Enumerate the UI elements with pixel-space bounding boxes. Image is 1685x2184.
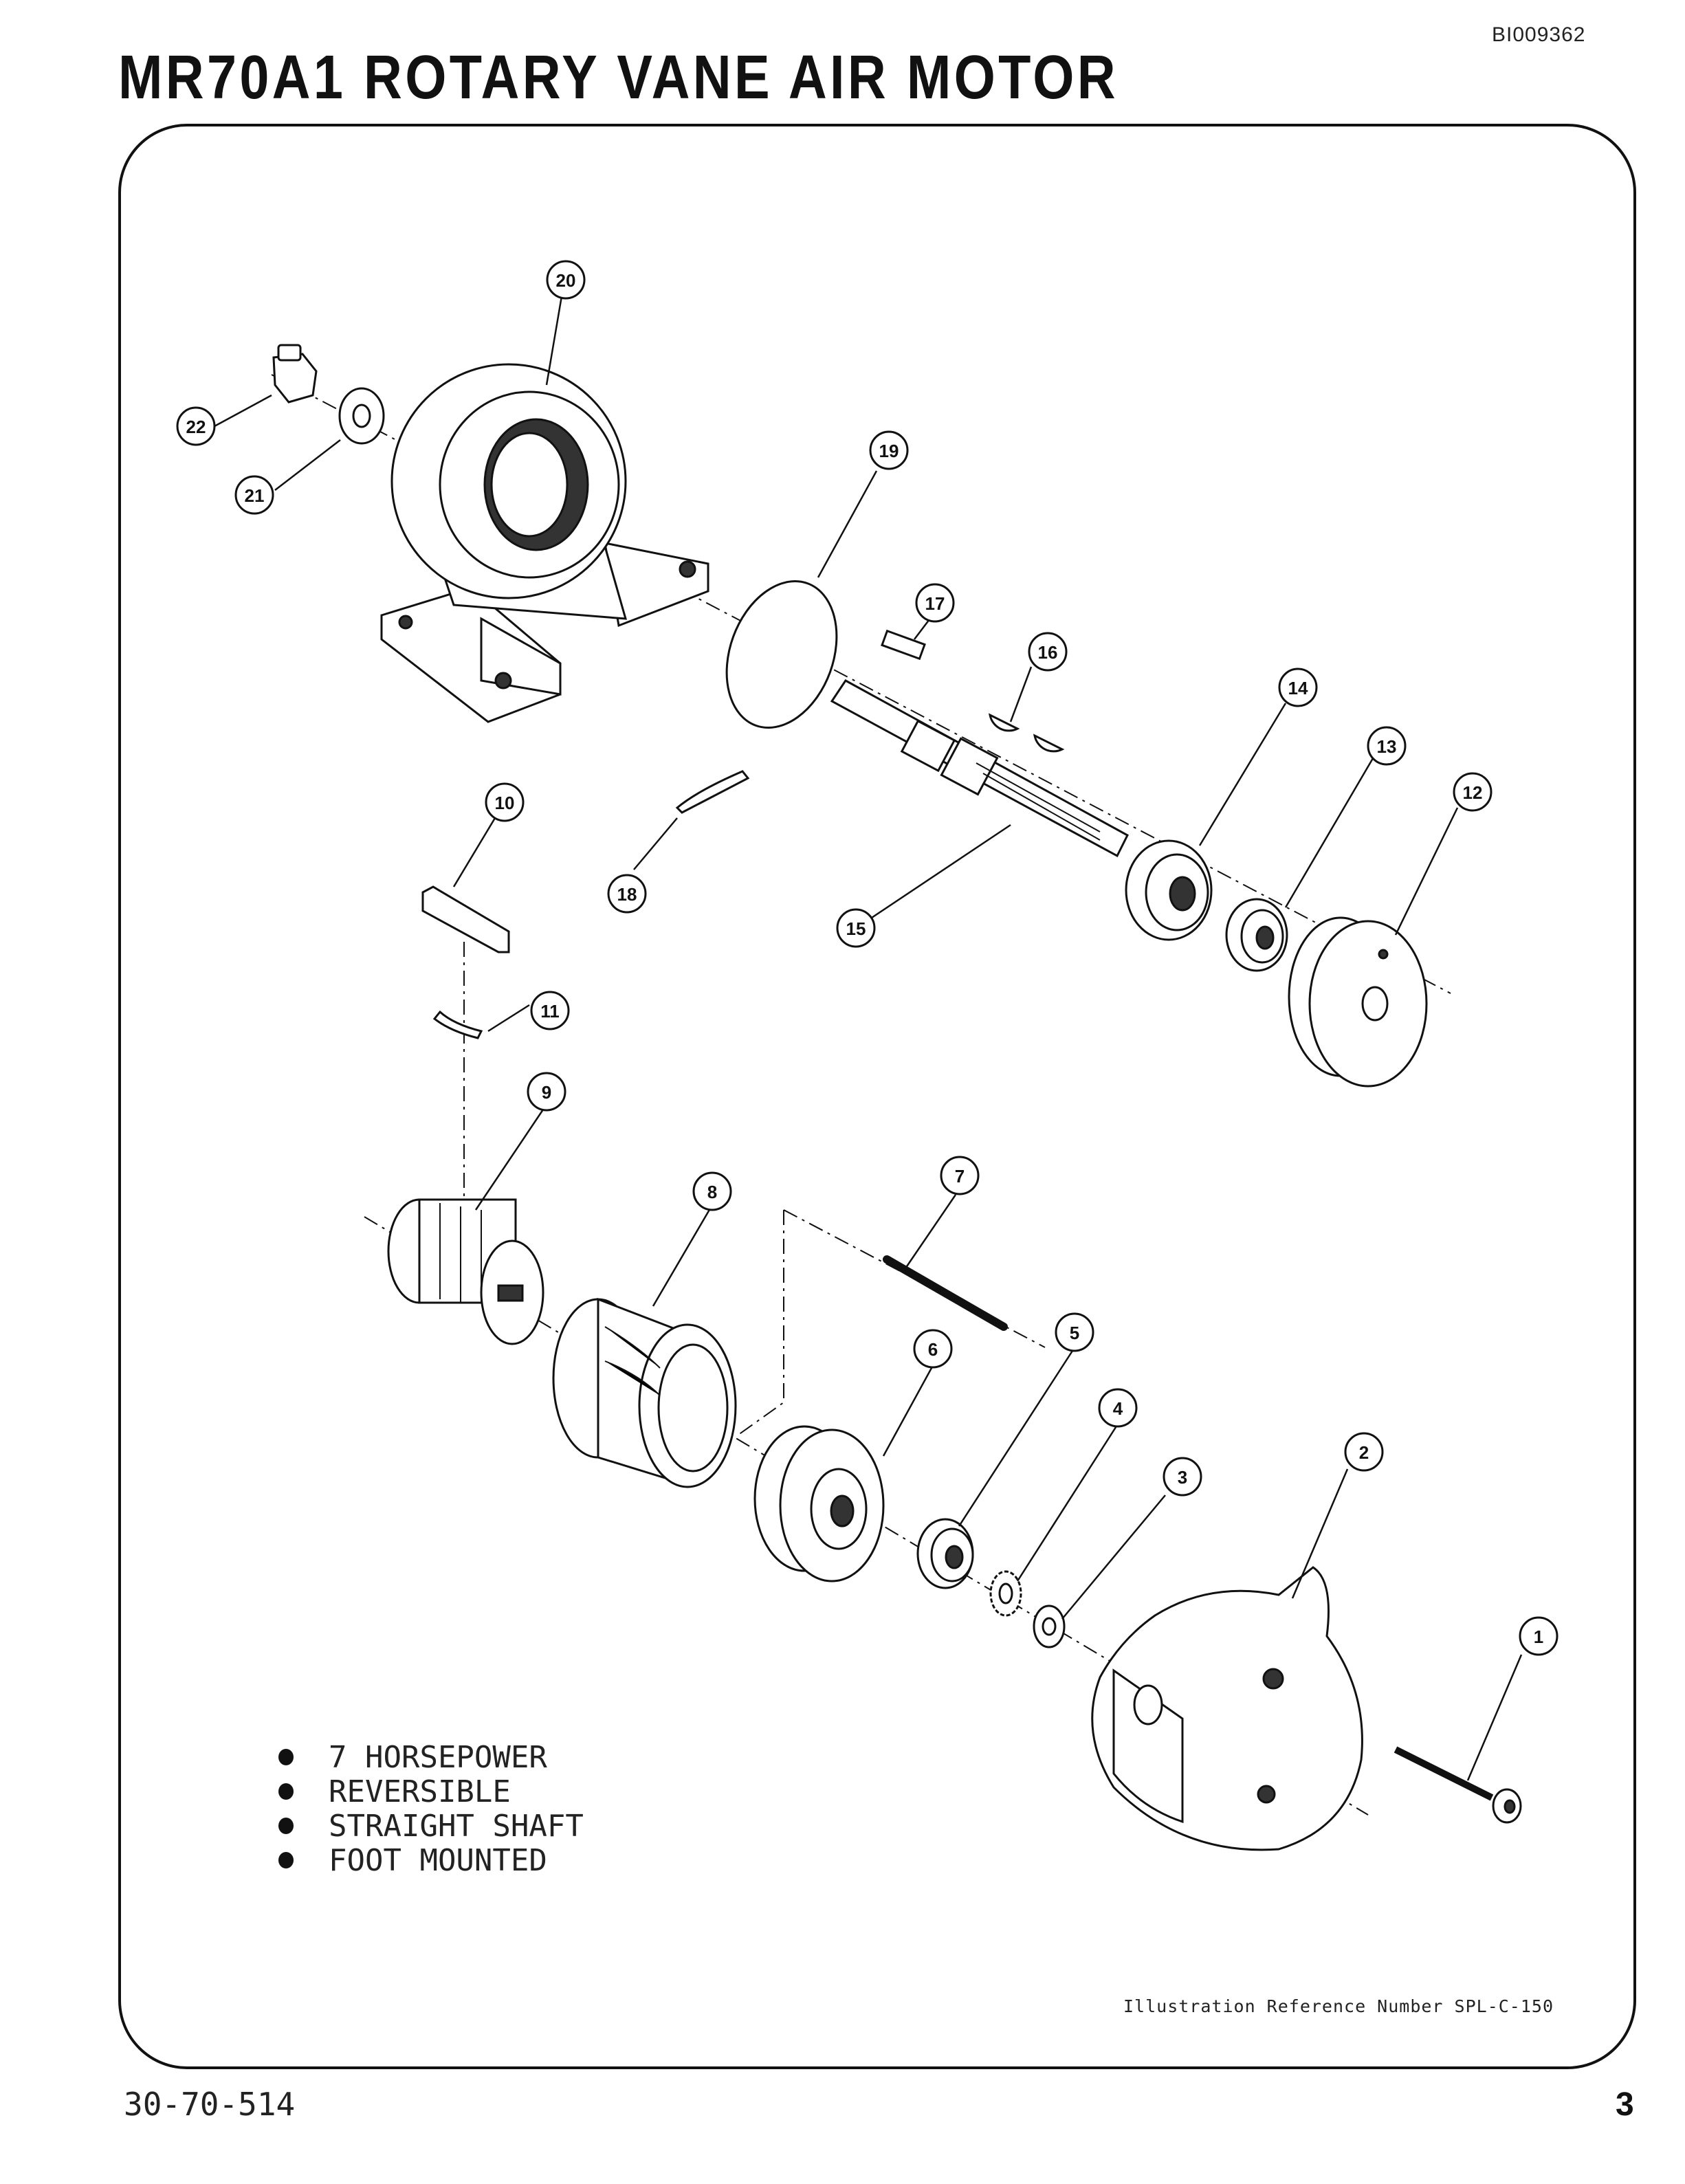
bearing-small (1225, 898, 1288, 972)
callout-6: 6 (913, 1329, 953, 1369)
callout-21: 21 (234, 475, 274, 515)
svg-text:13: 13 (1377, 736, 1397, 757)
dowel-pin (883, 1255, 1008, 1331)
callout-18: 18 (607, 874, 647, 914)
callout-22: 22 (176, 406, 216, 446)
front-end-plate (753, 1425, 885, 1582)
svg-text:18: 18 (617, 884, 637, 905)
cap-screw (1394, 1746, 1522, 1824)
svg-text:12: 12 (1463, 782, 1483, 803)
end-cap (1091, 1566, 1363, 1851)
bullet-icon (278, 1852, 294, 1868)
bearing-large (1125, 839, 1213, 941)
page-number: 3 (1616, 2086, 1634, 2123)
callout-3: 3 (1163, 1457, 1202, 1497)
callout-14: 14 (1278, 668, 1318, 707)
svg-text:2: 2 (1359, 1442, 1369, 1463)
svg-text:10: 10 (495, 793, 515, 813)
bullet-icon (278, 1749, 294, 1765)
end-plate (1288, 916, 1428, 1088)
front-bearing (916, 1518, 974, 1589)
svg-text:15: 15 (846, 918, 866, 939)
svg-text:7: 7 (955, 1166, 965, 1187)
callout-4: 4 (1098, 1388, 1138, 1428)
illustration-frame (118, 124, 1636, 2069)
callout-17: 17 (915, 583, 955, 623)
drive-shaft (830, 679, 1129, 858)
svg-text:1: 1 (1534, 1626, 1543, 1647)
bullet-icon (278, 1818, 294, 1834)
svg-text:22: 22 (186, 417, 206, 437)
callout-12: 12 (1453, 772, 1493, 812)
upper-center-axis (271, 374, 1451, 994)
washer (338, 387, 385, 445)
feature-item: STRAIGHT SHAFT (275, 1809, 584, 1844)
lock-nut (1033, 1604, 1066, 1648)
bullet-icon (278, 1783, 294, 1800)
svg-text:3: 3 (1178, 1467, 1187, 1488)
cylinder (552, 1297, 737, 1488)
svg-text:20: 20 (556, 270, 576, 291)
svg-text:14: 14 (1288, 678, 1308, 698)
callout-20: 20 (546, 260, 586, 300)
feature-item: 7 HORSEPOWER (275, 1741, 584, 1775)
svg-text:21: 21 (245, 485, 265, 506)
lock-washer (989, 1570, 1022, 1617)
callout-16: 16 (1028, 632, 1068, 672)
woodruff-key-2 (1033, 733, 1065, 753)
document-id: BI009362 (1492, 23, 1586, 46)
callout-1: 1 (1519, 1616, 1559, 1656)
shaft-key (881, 629, 926, 661)
svg-text:8: 8 (707, 1182, 717, 1202)
feature-item: REVERSIBLE (275, 1775, 584, 1809)
rotor (387, 1198, 544, 1345)
callout-5: 5 (1055, 1312, 1094, 1352)
svg-text:19: 19 (879, 441, 899, 461)
woodruff-key-1 (988, 713, 1020, 732)
fitting (272, 344, 318, 404)
page-code: 30-70-514 (124, 2086, 296, 2123)
retainer-bar (421, 885, 510, 953)
svg-text:6: 6 (928, 1339, 938, 1360)
svg-text:4: 4 (1113, 1398, 1123, 1419)
callout-13: 13 (1367, 726, 1407, 766)
svg-text:16: 16 (1038, 642, 1058, 663)
foot-mount-housing (380, 363, 709, 723)
callout-8: 8 (692, 1171, 732, 1211)
callout-15: 15 (836, 908, 876, 948)
callout-9: 9 (527, 1072, 566, 1112)
feature-item: FOOT MOUNTED (275, 1844, 584, 1878)
callout-10: 10 (485, 782, 525, 822)
callout-7: 7 (940, 1156, 980, 1195)
page-title: MR70A1 ROTARY VANE AIR MOTOR (118, 43, 1119, 112)
retaining-clip (432, 1010, 483, 1039)
leader-lines (214, 291, 1523, 1781)
callout-11: 11 (530, 991, 570, 1030)
svg-text:5: 5 (1070, 1323, 1079, 1343)
svg-text:9: 9 (542, 1082, 551, 1103)
callout-2: 2 (1344, 1432, 1384, 1472)
svg-text:11: 11 (540, 1001, 560, 1022)
svg-text:17: 17 (925, 593, 945, 614)
o-ring (725, 580, 838, 729)
callout-19: 19 (869, 430, 909, 470)
cotter-pin (675, 770, 750, 814)
illustration-reference: Illustration Reference Number SPL-C-150 (1123, 1996, 1554, 2016)
feature-list: 7 HORSEPOWER REVERSIBLE STRAIGHT SHAFT F… (275, 1741, 584, 1878)
